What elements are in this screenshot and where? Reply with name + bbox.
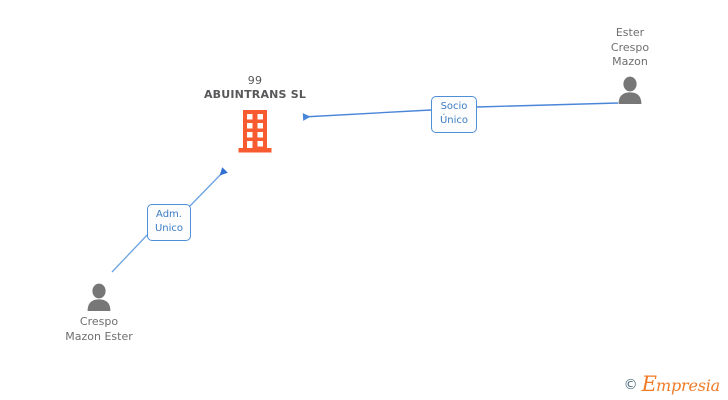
relation-label-line: Socio — [440, 101, 468, 112]
company-label: 99 ABUINTRANS SL — [182, 74, 328, 102]
relation-label-adm-unico[interactable]: Adm. Unico — [147, 204, 191, 241]
person-icon — [87, 283, 111, 311]
relation-label-line: Unico — [154, 223, 184, 234]
edge-socio-unico-right — [476, 102, 619, 108]
person-name-line: Crespo — [610, 40, 650, 54]
brand-initial: E — [641, 372, 657, 396]
person-name-line: Mazon — [612, 55, 648, 68]
relation-label-socio-unico[interactable]: Socio Único — [431, 96, 477, 133]
watermark: © Empresia — [623, 372, 721, 396]
relation-label-line: Adm. — [156, 209, 182, 220]
person-name-line: Mazon Ester — [65, 329, 133, 343]
company-name: ABUINTRANS SL — [203, 88, 307, 101]
brand-logo: Empresia — [641, 372, 721, 396]
brand-rest: mpresia — [656, 376, 720, 395]
edge-socio-unico-left — [302, 109, 432, 121]
person-name-line: Ester — [615, 26, 645, 39]
person-name-line: Crespo — [79, 315, 119, 328]
person-name-crespo: Crespo Mazon Ester — [34, 315, 164, 344]
person-node-crespo[interactable]: Crespo Mazon Ester — [34, 283, 164, 344]
copyright-icon: © — [623, 376, 638, 393]
company-number: 99 — [247, 74, 263, 87]
company-node[interactable]: 99 ABUINTRANS SL — [182, 74, 328, 154]
relation-label-line: Único — [439, 115, 469, 126]
edge-adm-unico-upper — [188, 167, 228, 208]
person-icon — [618, 76, 642, 104]
building-icon — [238, 110, 272, 153]
person-node-ester[interactable]: Ester Crespo Mazon — [565, 26, 695, 104]
person-name-ester: Ester Crespo Mazon — [565, 26, 695, 70]
edge-adm-unico-lower — [111, 231, 151, 273]
